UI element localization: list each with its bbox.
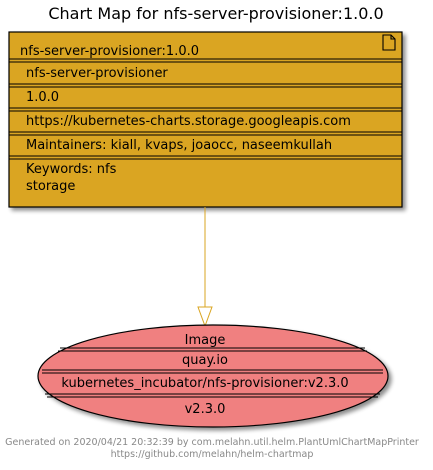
dependency-connector <box>197 207 213 328</box>
chart-node: nfs-server-provisioner:1.0.0 nfs-server-… <box>8 31 403 208</box>
chart-node-maintainers: Maintainers: kiall, kvaps, joaocc, nasee… <box>26 138 332 153</box>
chart-node-keywords-cont: storage <box>26 179 75 194</box>
arrowhead-icon <box>197 306 213 328</box>
diagram-title: Chart Map for nfs-server-provisioner:1.0… <box>48 4 383 23</box>
chart-node-box <box>8 31 403 208</box>
image-node: Image quay.io kubernetes_incubator/nfs-p… <box>37 324 389 428</box>
chart-node-header: nfs-server-provisioner:1.0.0 <box>20 44 199 59</box>
footer-link: https://github.com/melahn/helm-chartmap <box>111 449 314 460</box>
image-node-registry: quay.io <box>182 353 228 368</box>
image-node-header: Image <box>185 333 226 348</box>
image-node-tag: v2.3.0 <box>185 402 226 417</box>
footer-generated: Generated on 2020/04/21 20:32:39 by com.… <box>5 437 419 448</box>
chart-node-version: 1.0.0 <box>26 90 59 105</box>
document-icon <box>382 34 396 51</box>
chart-node-repo: https://kubernetes-charts.storage.google… <box>26 114 351 129</box>
image-node-repository: kubernetes_incubator/nfs-provisioner:v2.… <box>61 376 348 391</box>
chart-node-name: nfs-server-provisioner <box>26 66 168 81</box>
chart-node-keywords: Keywords: nfs <box>26 162 117 177</box>
